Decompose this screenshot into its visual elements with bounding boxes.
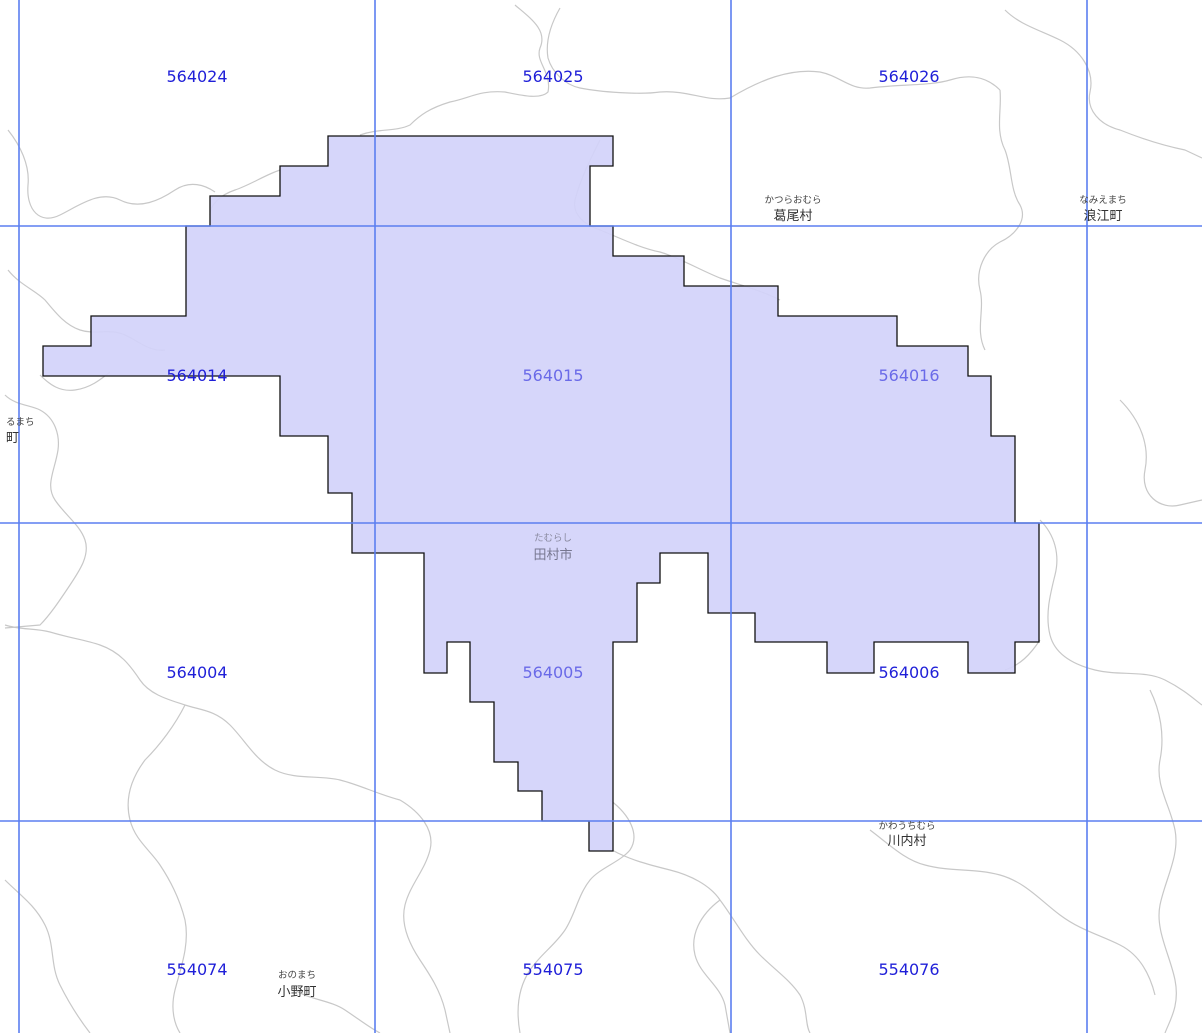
- municipal-boundaries: [4, 4, 1202, 1033]
- mesh-code-label[interactable]: 564005: [522, 663, 583, 682]
- mesh-code-label[interactable]: 564025: [522, 67, 583, 86]
- place-name: 町: [6, 431, 19, 446]
- mesh-code-label[interactable]: 564026: [878, 67, 939, 86]
- place-kana: かわうちむら: [878, 821, 935, 832]
- place-kana: たむらし: [534, 533, 572, 544]
- mesh-code-label[interactable]: 564014: [166, 366, 227, 385]
- mesh-code-label[interactable]: 554075: [522, 960, 583, 979]
- place-name: 浪江町: [1083, 209, 1122, 224]
- place-labels: たむらし 田村市 かつらおむら 葛尾村 なみえまち 浪江町 かわうちむら 川内村…: [6, 195, 1127, 1000]
- place-kana: るまち: [6, 417, 35, 428]
- mesh-code-labels: 564024 564025 564026 564014 564015 56401…: [166, 67, 939, 979]
- mesh-code-label[interactable]: 564016: [878, 366, 939, 385]
- mesh-code-label[interactable]: 564024: [166, 67, 227, 86]
- place-kana: なみえまち: [1079, 195, 1127, 206]
- mesh-code-label[interactable]: 564015: [522, 366, 583, 385]
- place-name: 小野町: [277, 985, 316, 1000]
- place-name: 田村市: [533, 547, 572, 563]
- mesh-code-label[interactable]: 564006: [878, 663, 939, 682]
- mesh-code-label[interactable]: 554076: [878, 960, 939, 979]
- place-name: 葛尾村: [773, 209, 812, 224]
- place-name: 川内村: [887, 833, 926, 849]
- place-kana: おのまち: [278, 970, 316, 981]
- place-kana: かつらおむら: [764, 195, 821, 206]
- mesh-code-label[interactable]: 554074: [166, 960, 227, 979]
- mesh-code-label[interactable]: 564004: [166, 663, 227, 682]
- highlighted-area[interactable]: [42, 135, 1040, 852]
